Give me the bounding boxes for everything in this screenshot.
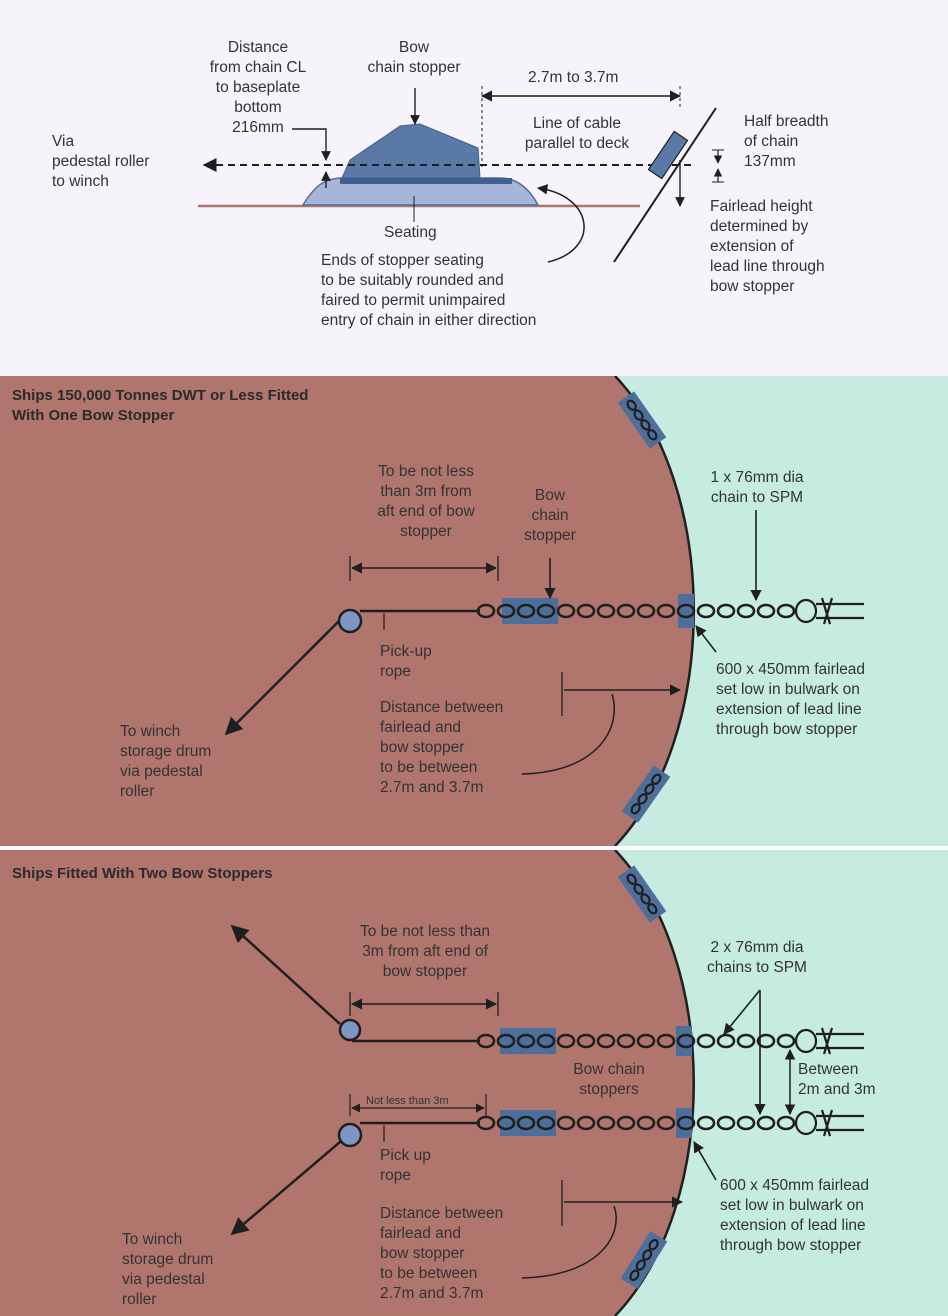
between-2m-3m-label: Between 2m and 3m bbox=[798, 1061, 876, 1098]
to-winch-label: To winch storage drum via pedestal rolle… bbox=[120, 723, 212, 800]
chain-end-fitting bbox=[794, 597, 864, 625]
stopper-elevation-drawing bbox=[198, 86, 724, 263]
fairlead-block bbox=[678, 594, 694, 628]
not-less-than-3m-label: Not less than 3m bbox=[366, 1095, 449, 1107]
aft-clearance-label: To be not less than 3m from aft end of b… bbox=[377, 463, 475, 540]
hull-fender bbox=[621, 765, 671, 823]
hull-fender bbox=[617, 865, 667, 923]
bow-chain-stopper-label: Bow chain stopper bbox=[367, 39, 461, 76]
bow-stopper-block bbox=[502, 598, 558, 624]
anchor-chain bbox=[476, 1033, 796, 1049]
single-stopper-title: Ships 150,000 Tonnes DWT or Less Fitted … bbox=[12, 387, 309, 424]
bow-stopper-block bbox=[500, 1110, 556, 1136]
to-winch-label: To winch storage drum via pedestal rolle… bbox=[122, 1231, 214, 1308]
double-stopper-title: Ships Fitted With Two Bow Stoppers bbox=[12, 865, 273, 882]
bow-chain-stopper-body bbox=[341, 123, 481, 179]
pedestal-roller bbox=[337, 1122, 363, 1148]
chain-to-spm-label: 1 x 76mm dia chain to SPM bbox=[710, 469, 804, 506]
ends-of-stopper-note: Ends of stopper seating to be suitably r… bbox=[321, 252, 537, 329]
fairlead-height-label: Fairlead height determined by extension … bbox=[710, 198, 825, 295]
fairlead-note: 600 x 450mm fairlead set low in bulwark … bbox=[716, 661, 866, 738]
double-stopper-panel: Ships Fitted With Two Bow Stoppers To be… bbox=[0, 850, 948, 1316]
distance-between-note: Distance between fairlead and bow stoppe… bbox=[380, 1205, 504, 1302]
bow-chain-stopper-label: Bow chain stopper bbox=[524, 487, 576, 544]
chain-end-fitting bbox=[794, 1109, 864, 1137]
fairlead-block bbox=[647, 130, 689, 180]
winch-rope bbox=[224, 619, 341, 736]
distance-between-note: Distance between fairlead and bow stoppe… bbox=[380, 699, 504, 796]
pick-up-rope-label: Pick-up rope bbox=[380, 643, 432, 680]
bow-chain-stoppers-label: Bow chain stoppers bbox=[573, 1061, 645, 1098]
single-stopper-drawing bbox=[0, 376, 864, 846]
fairlead-block bbox=[676, 1108, 692, 1138]
bulwark-line bbox=[613, 107, 717, 263]
stopper-baseplate bbox=[340, 178, 512, 184]
hull-fender bbox=[620, 1230, 668, 1290]
panel-divider bbox=[0, 846, 948, 850]
via-pedestal-label: Via pedestal roller to winch bbox=[52, 133, 150, 190]
pedestal-roller bbox=[337, 608, 363, 634]
fairlead-note: 600 x 450mm fairlead set low in bulwark … bbox=[720, 1177, 870, 1254]
winch-rope bbox=[230, 924, 341, 1025]
anchor-chain bbox=[476, 1115, 796, 1131]
chains-to-spm-label: 2 x 76mm dia chains to SPM bbox=[707, 939, 807, 976]
winch-rope bbox=[230, 1141, 341, 1236]
seating-label: Seating bbox=[384, 224, 437, 241]
half-breadth-label: Half breadth of chain 137mm bbox=[744, 113, 829, 170]
hull-fender bbox=[617, 391, 667, 449]
aft-clearance-label: To be not less than 3m from aft end of b… bbox=[359, 923, 491, 980]
span-label: 2.7m to 3.7m bbox=[528, 69, 619, 86]
distance-chain-cl-label: Distance from chain CL to baseplate bott… bbox=[209, 39, 307, 136]
line-of-cable-label: Line of cable parallel to deck bbox=[524, 115, 630, 152]
ends-curved-arrow bbox=[536, 184, 585, 263]
stopper-elevation-panel: Via pedestal roller to winch Distance fr… bbox=[0, 0, 948, 376]
single-stopper-panel: Ships 150,000 Tonnes DWT or Less Fitted … bbox=[0, 376, 948, 846]
anchor-chain bbox=[476, 603, 796, 619]
pick-up-rope-label: Pick up rope bbox=[380, 1147, 431, 1184]
fairlead-block bbox=[676, 1026, 692, 1056]
double-stopper-drawing bbox=[0, 850, 864, 1316]
distance-leader bbox=[292, 128, 331, 161]
deck-area bbox=[0, 850, 694, 1316]
pedestal-roller bbox=[338, 1018, 362, 1042]
chain-end-fitting bbox=[794, 1027, 864, 1055]
bow-stopper-block bbox=[500, 1028, 556, 1054]
